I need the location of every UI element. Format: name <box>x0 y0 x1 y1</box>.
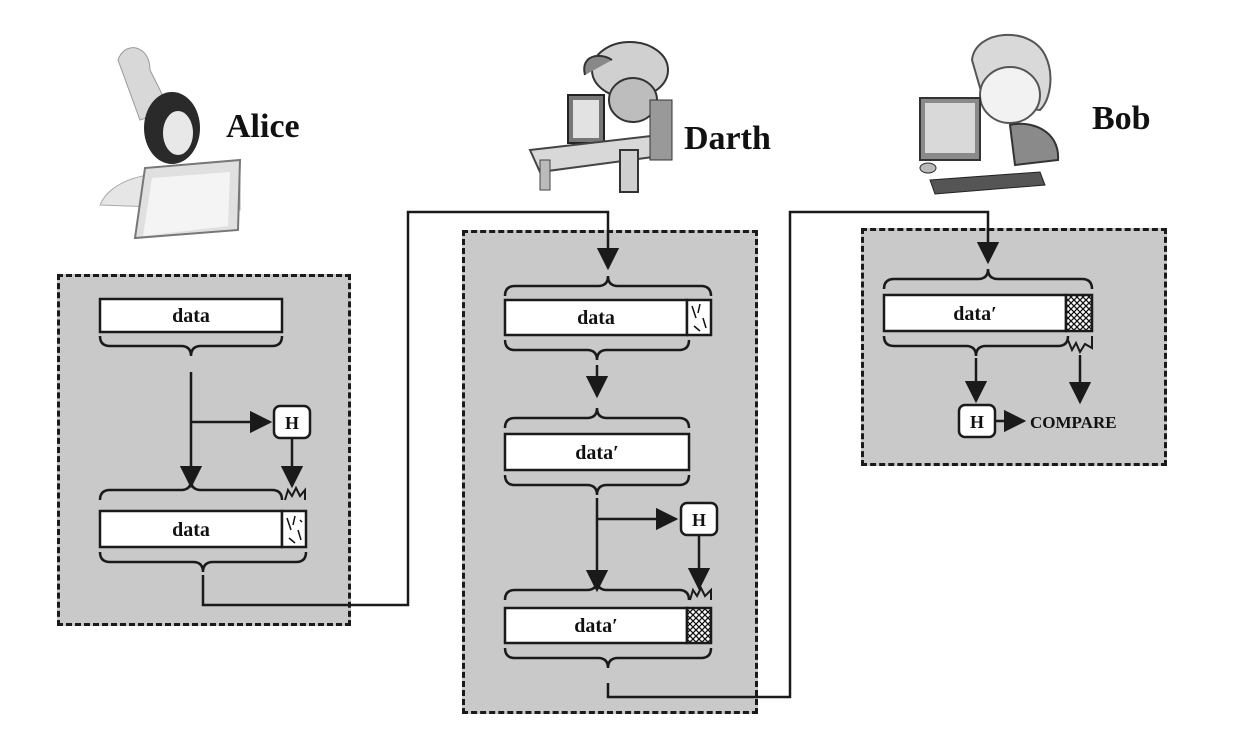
alice-data-block <box>98 297 284 334</box>
alice-flow: data H data <box>98 297 312 573</box>
bob-data-brace <box>882 335 1070 357</box>
darth-brace-2 <box>503 339 691 361</box>
alice-mac-marks <box>286 515 303 544</box>
bob-hash-label: H <box>970 412 984 432</box>
darth-name: Darth <box>684 120 771 157</box>
darth-brace-3 <box>503 407 691 429</box>
darth-illustration <box>528 41 673 193</box>
alice-data-label: data <box>172 305 210 327</box>
alice-illustration <box>99 47 242 240</box>
darth-flow: data data′ H data′ <box>503 275 719 669</box>
darth-data-prime-label-2: data′ <box>574 615 617 637</box>
darth-hash-brace <box>689 585 712 601</box>
alice-top-brace <box>98 335 284 357</box>
alice-bottom-brace <box>98 551 308 573</box>
alice-hash-brace <box>284 485 306 501</box>
bob-data-prime-label: data′ <box>953 303 996 325</box>
bob-name: Bob <box>1092 100 1151 137</box>
alice-to-darth-line <box>201 210 620 607</box>
bob-illustration <box>919 33 1060 195</box>
bob-mac-brace <box>1067 336 1093 355</box>
bob-compare-label: COMPARE <box>1030 413 1117 432</box>
darth-brace-4 <box>503 474 691 496</box>
darth-data-block <box>503 298 689 337</box>
darth-data-prime-block <box>503 432 691 472</box>
bob-data-prime-block <box>882 293 1068 333</box>
alice-name: Alice <box>226 108 300 145</box>
alice-hash-label: H <box>285 413 299 433</box>
bob-received-mac <box>1064 293 1094 333</box>
darth-data-label: data <box>577 307 615 329</box>
alice-mac-field <box>280 509 308 549</box>
darth-mac-marks <box>691 303 707 332</box>
bob-top-brace <box>882 268 1094 290</box>
alice-data-label-2: data <box>172 519 210 541</box>
darth-hash-label: H <box>692 510 706 530</box>
alice-mid-brace <box>98 479 284 501</box>
darth-forged-mac <box>685 606 713 645</box>
darth-bottom-brace <box>503 647 713 669</box>
darth-to-bob-line <box>606 210 1000 699</box>
bob-flow: data′ H COMPARE <box>882 268 1117 439</box>
darth-data-prime-label: data′ <box>575 442 618 464</box>
darth-top-brace <box>503 275 713 297</box>
darth-brace-5 <box>503 579 691 601</box>
